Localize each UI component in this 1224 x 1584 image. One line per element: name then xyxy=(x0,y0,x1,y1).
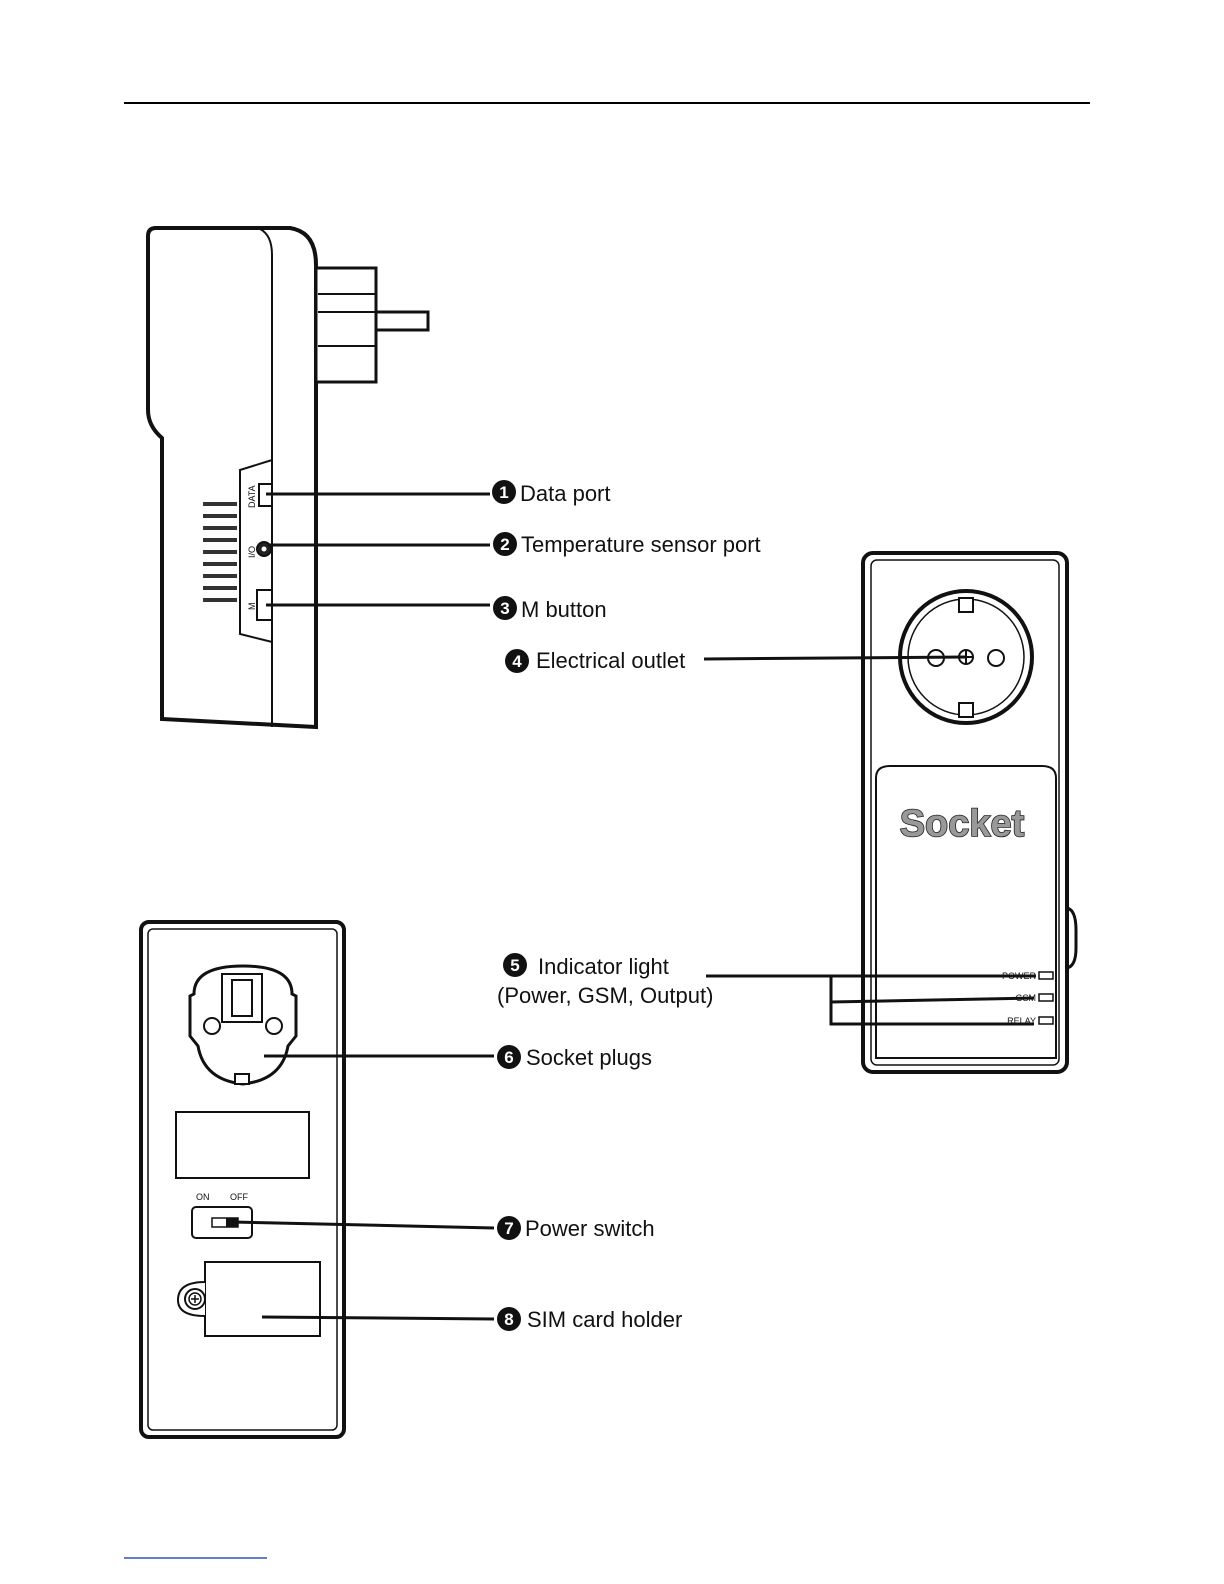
callout-label-sim-card-holder: SIM card holder xyxy=(527,1307,682,1332)
callout-number-6: 6 xyxy=(504,1048,513,1067)
vent-grille xyxy=(203,502,237,602)
brand-logo: Socket xyxy=(900,803,1025,845)
socket-plug-face xyxy=(190,966,296,1084)
callout-number-2: 2 xyxy=(500,535,509,554)
plug-prong xyxy=(316,268,428,382)
callout-label-m-button: M button xyxy=(521,597,607,622)
label-window xyxy=(176,1112,309,1178)
callout-label-power-switch: Power switch xyxy=(525,1216,655,1241)
back-view: ON OFF xyxy=(141,922,344,1437)
callout-number-8: 8 xyxy=(504,1310,513,1329)
callout-label-electrical-outlet: Electrical outlet xyxy=(536,648,685,673)
switch-label-off: OFF xyxy=(230,1192,248,1202)
callout-number-4: 4 xyxy=(512,652,522,671)
data-port-label: DATA xyxy=(247,485,257,508)
io-port-label: I/O xyxy=(247,546,257,558)
callout-number-3: 3 xyxy=(500,599,509,618)
callout-label-socket-plugs: Socket plugs xyxy=(526,1045,652,1070)
callout-number-5: 5 xyxy=(510,956,519,975)
switch-label-on: ON xyxy=(196,1192,210,1202)
callout-label-indicator-light: Indicator light xyxy=(538,954,669,979)
side-view-body xyxy=(148,228,316,727)
front-view: Socket POWER GSM RELAY xyxy=(863,553,1076,1072)
led-power xyxy=(1039,972,1053,979)
side-view: DATA I/O M xyxy=(148,228,428,727)
callout-number-7: 7 xyxy=(504,1219,513,1238)
m-button-label: M xyxy=(247,603,257,611)
led-relay xyxy=(1039,1017,1053,1024)
led-gsm xyxy=(1039,994,1053,1001)
callout-label-data-port: Data port xyxy=(520,481,611,506)
callout-sublabel-indicator-light: (Power, GSM, Output) xyxy=(497,983,713,1008)
callout-label-temperature-sensor-port: Temperature sensor port xyxy=(521,532,761,557)
callout-number-1: 1 xyxy=(499,483,508,502)
